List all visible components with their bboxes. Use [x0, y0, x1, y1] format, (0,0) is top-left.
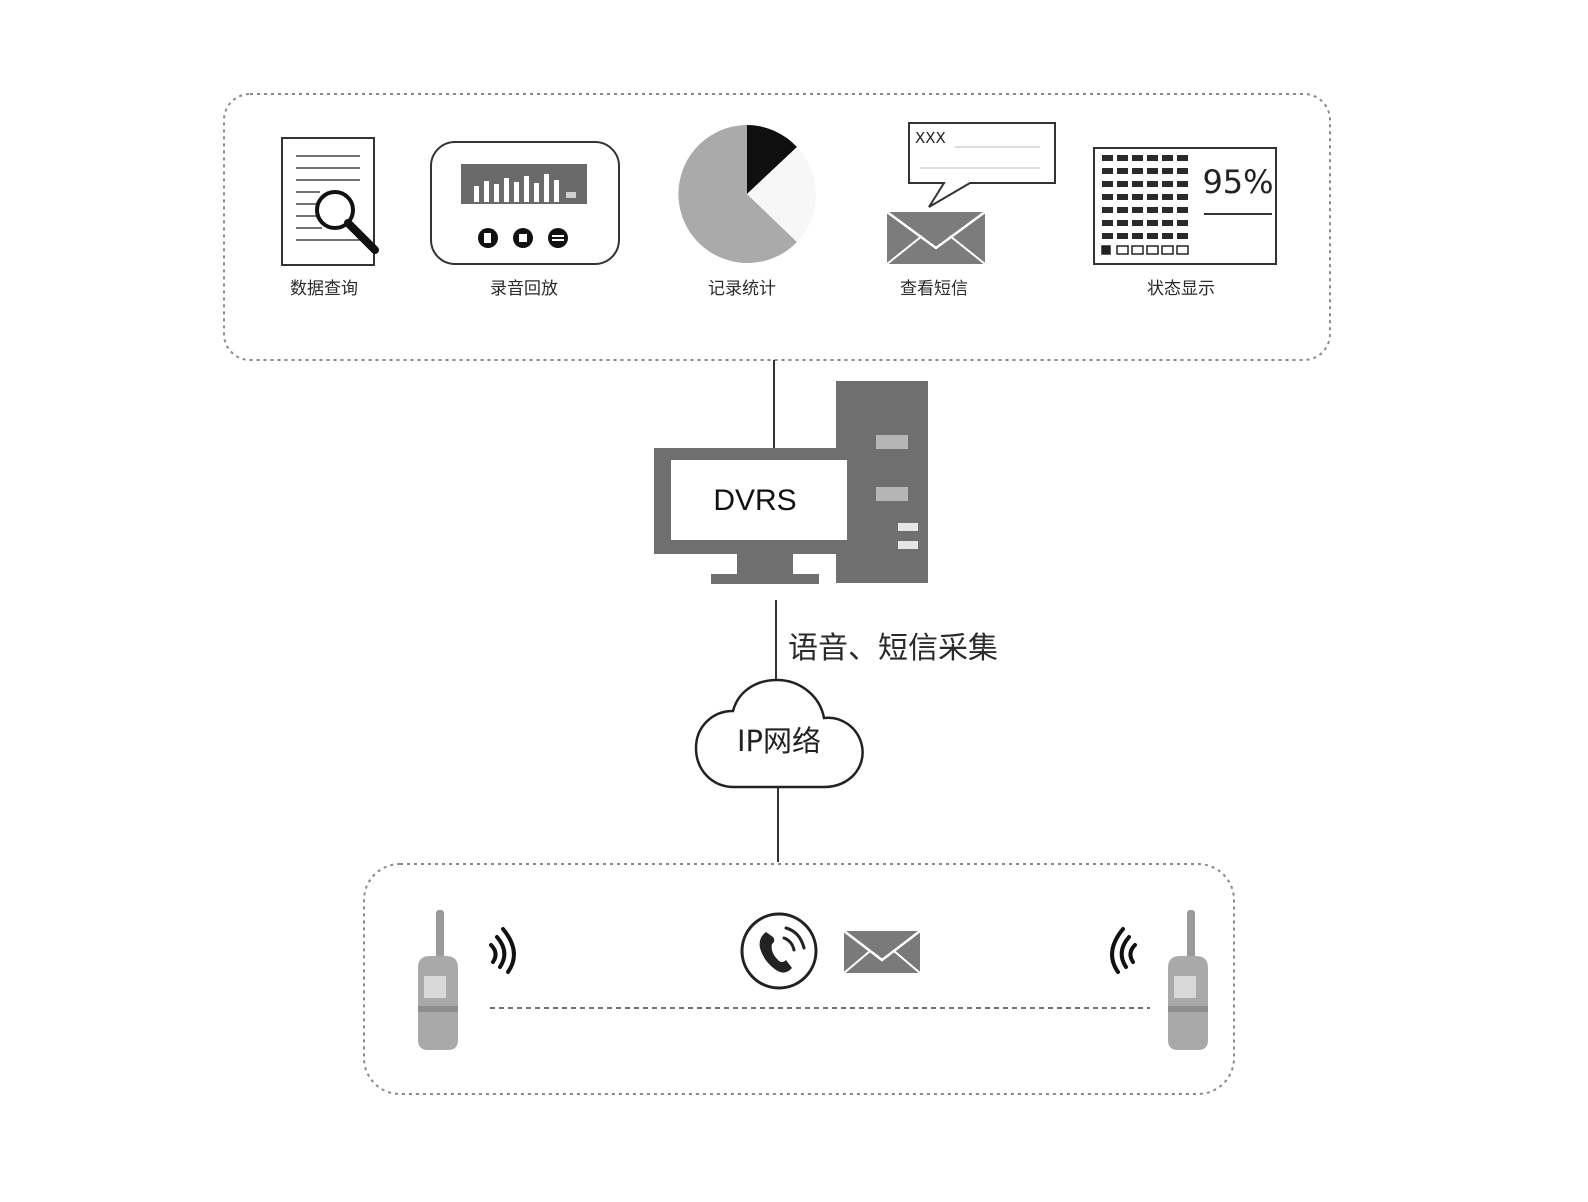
- status-grid: [1102, 155, 1188, 239]
- network-label: IP网络: [737, 724, 821, 758]
- status-panel-icon: 95%: [1093, 147, 1277, 265]
- sms-message-icon: XXX: [886, 122, 1056, 265]
- pie-chart-icon: [678, 125, 816, 263]
- function-label-view-sms: 查看短信: [900, 279, 968, 299]
- server-label: DVRS: [713, 484, 796, 517]
- document-search-icon: [281, 137, 379, 266]
- terminals-group-border: [363, 863, 1235, 1095]
- walkie-talkie-icon-left: [418, 910, 458, 1050]
- function-label-playback: 录音回放: [490, 279, 558, 299]
- signal-icon-right: [1110, 927, 1137, 974]
- status-percent: 95%: [1202, 163, 1273, 201]
- function-label-data-query: 数据查询: [290, 279, 358, 299]
- functions-group-border: [223, 93, 1331, 361]
- message-sample-text: XXX: [915, 129, 946, 147]
- signal-icon-left: [489, 927, 516, 974]
- status-indicators: [1101, 245, 1189, 255]
- cloud-icon: [694, 678, 864, 789]
- envelope-icon: [843, 930, 921, 974]
- computer-icon: [654, 381, 928, 584]
- function-label-status: 状态显示: [1147, 279, 1215, 299]
- audio-player-icon: [430, 141, 620, 265]
- function-label-statistics: 记录统计: [708, 279, 776, 299]
- collect-label: 语音、短信采集: [788, 631, 998, 666]
- phone-call-icon: [740, 912, 818, 990]
- walkie-talkie-icon-right: [1168, 910, 1208, 1050]
